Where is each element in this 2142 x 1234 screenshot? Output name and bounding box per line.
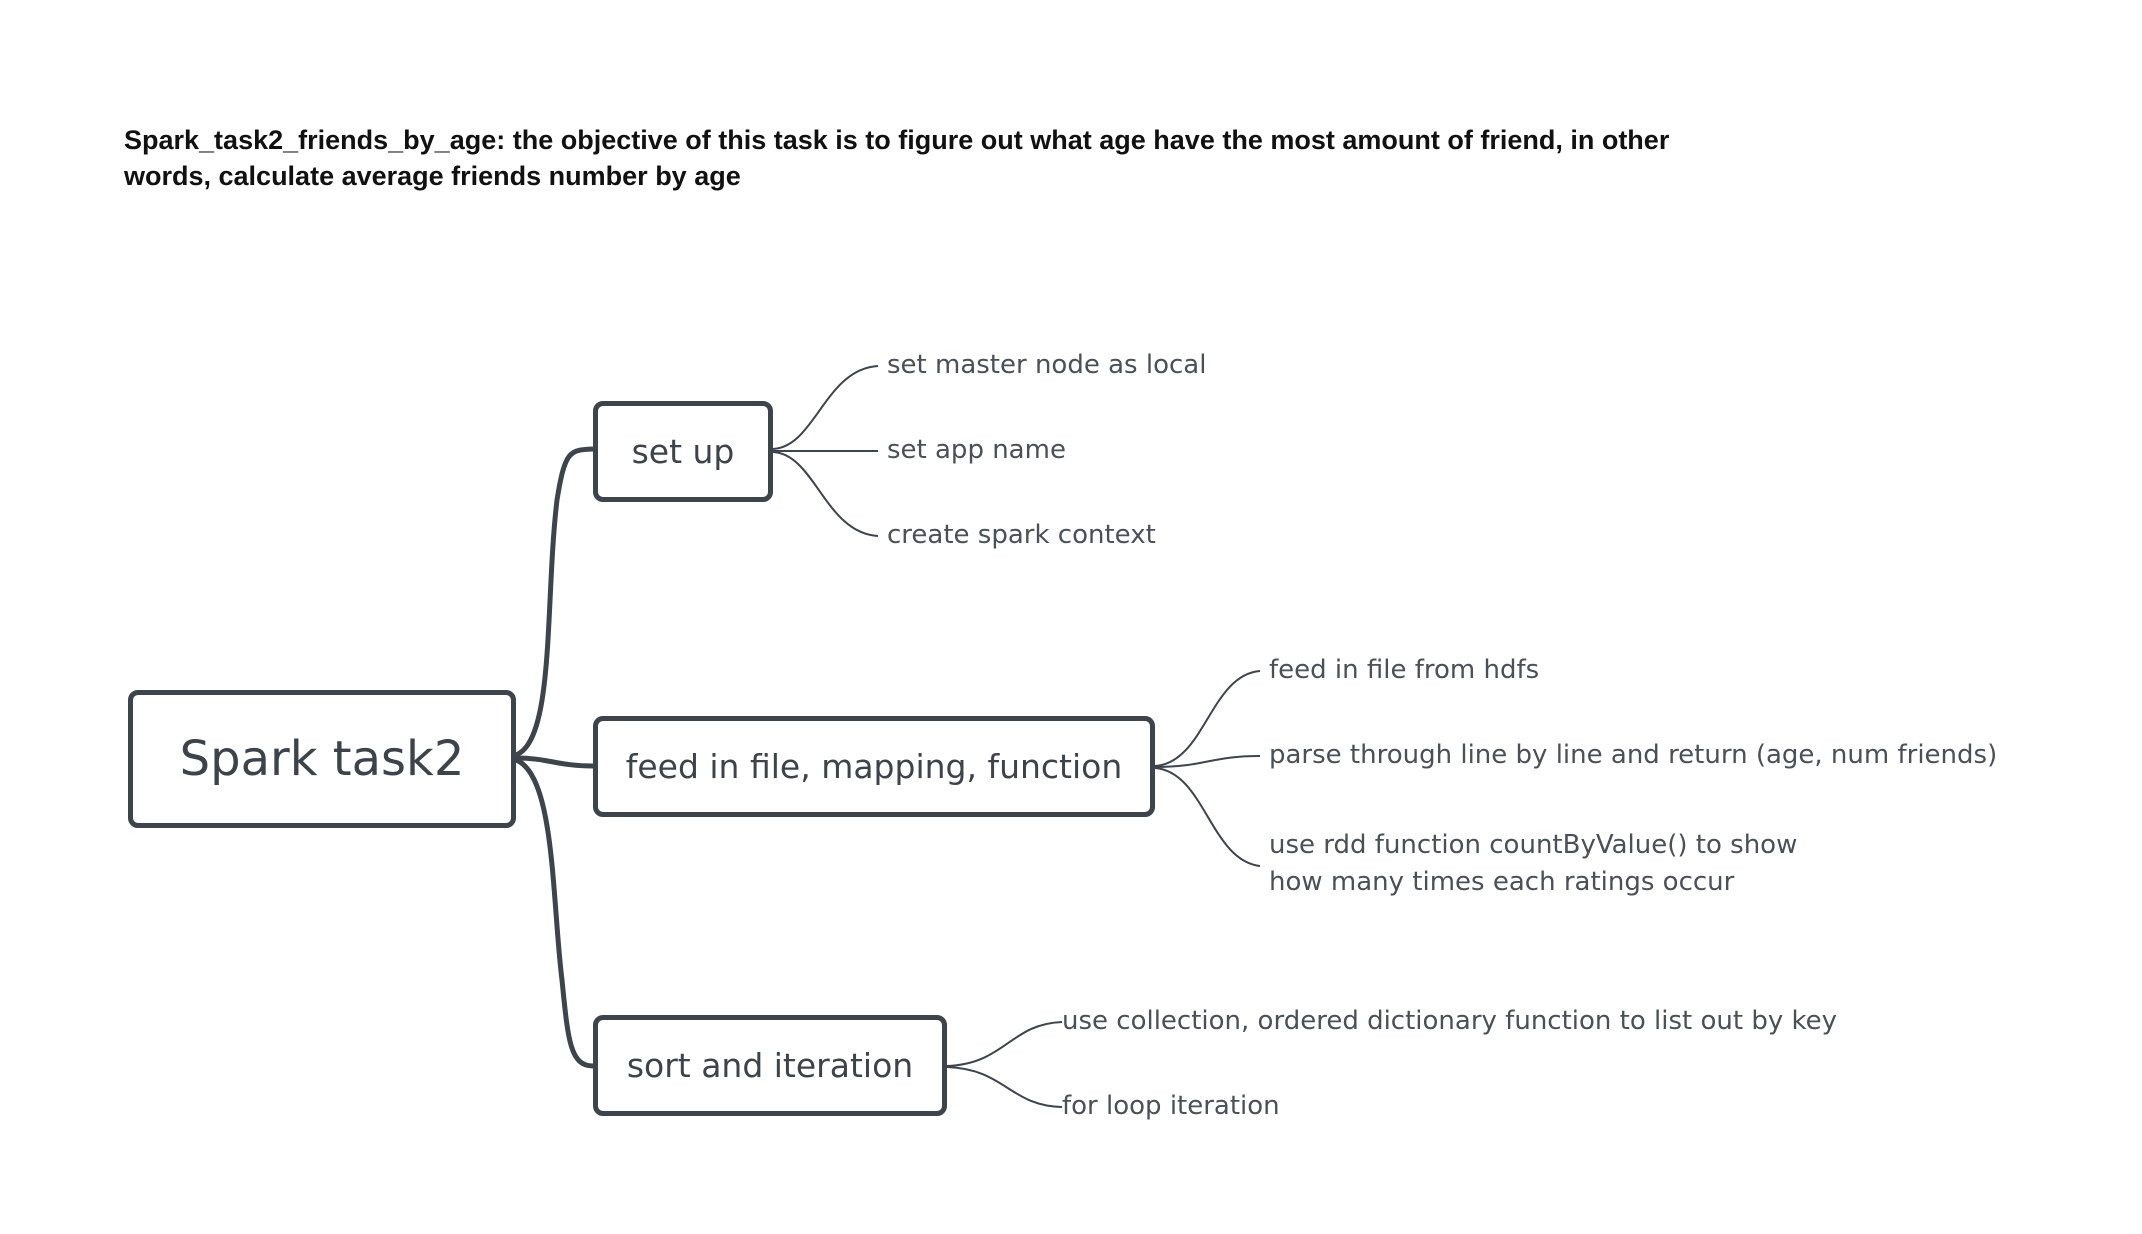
diagram-title: Spark_task2_friends_by_age: the objectiv… (124, 125, 1670, 191)
leaf-parse-line-by-line[interactable]: parse through line by line and return (a… (1269, 740, 1998, 770)
leaf-use-collection-ordered-dict[interactable]: use collection, ordered dictionary funct… (1062, 1006, 1837, 1036)
topic-set-up[interactable]: set up (593, 401, 773, 502)
connector-root-sort (514, 757, 594, 1069)
connector-setup-leaf-3 (772, 451, 879, 537)
root-node[interactable]: Spark task2 (128, 690, 516, 828)
connector-feed-leaf-2 (1154, 755, 1261, 768)
connector-feed-leaf-3 (1154, 767, 1261, 867)
topic-sort-and-iteration[interactable]: sort and iteration (593, 1015, 947, 1116)
leaf-feed-in-file-from-hdfs[interactable]: feed in file from hdfs (1269, 655, 1540, 685)
leaf-create-spark-context[interactable]: create spark context (887, 520, 1156, 550)
connector-sort-leaf-1 (946, 1021, 1063, 1067)
leaf-use-rdd-countbyvalue[interactable]: use rdd function countByValue() to show … (1269, 830, 1798, 897)
connector-root-setup (514, 446, 594, 758)
connector-feed-leaf-1 (1154, 670, 1261, 767)
connector-sort-leaf-2 (946, 1066, 1063, 1108)
leaf-for-loop-iteration[interactable]: for loop iteration (1062, 1091, 1280, 1121)
leaf-set-master-node[interactable]: set master node as local (887, 350, 1207, 380)
topic-feed-in-file[interactable]: feed in file, mapping, function (593, 716, 1155, 817)
connector-setup-leaf-1 (772, 365, 879, 450)
leaf-set-app-name[interactable]: set app name (887, 435, 1066, 465)
connector-root-feed (515, 755, 594, 769)
